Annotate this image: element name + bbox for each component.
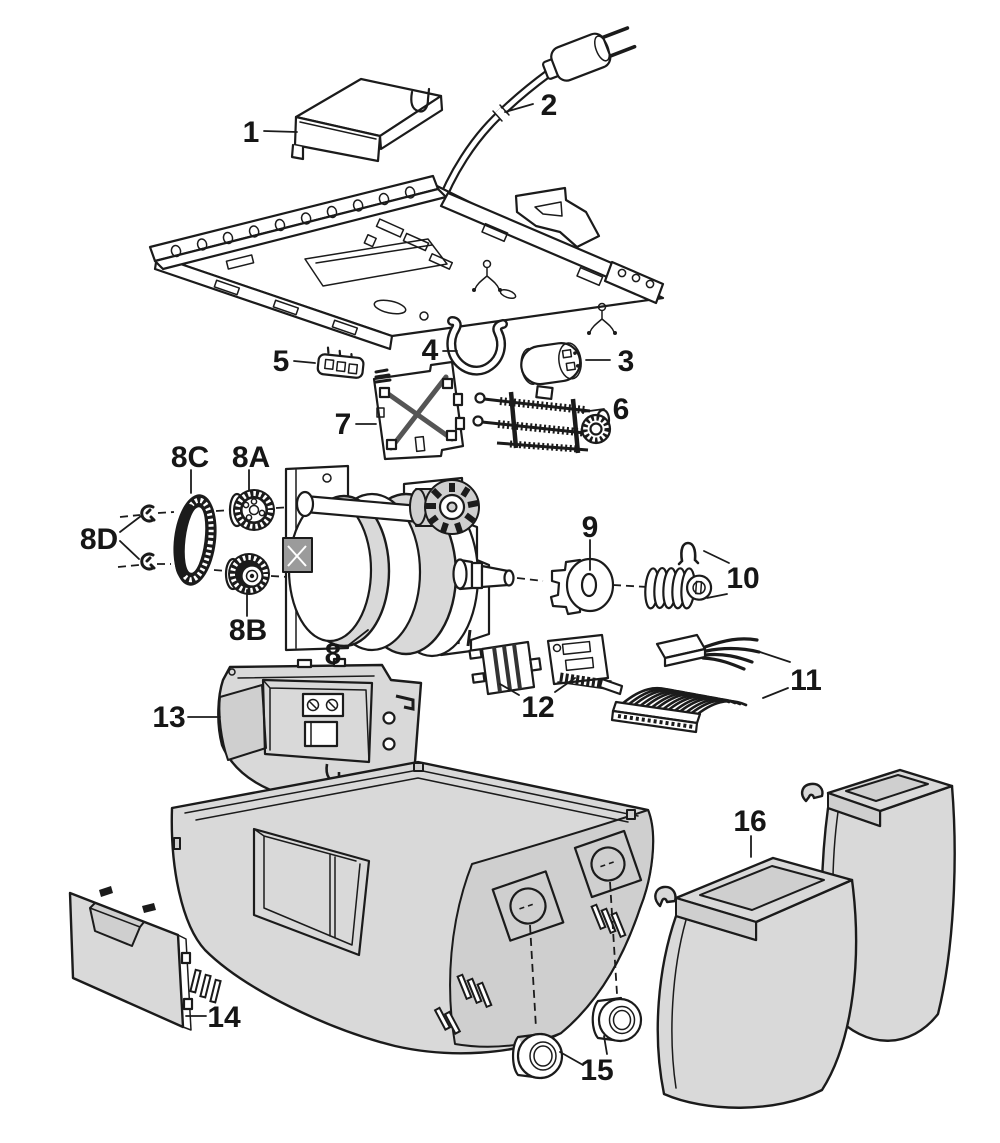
label-part-12: 12 <box>521 691 554 724</box>
label-part-2: 2 <box>541 89 558 122</box>
label-part-14: 14 <box>207 1001 241 1034</box>
label-part-10: 10 <box>726 562 759 595</box>
label-part-8: 8 <box>325 638 342 671</box>
wire-clip-icon <box>472 259 502 292</box>
part-13-end-panel <box>217 657 423 859</box>
part-3-capacitor <box>520 342 582 386</box>
part-10-worm-gear <box>644 541 713 610</box>
part-8d-e-clips <box>140 504 156 571</box>
part-16-lamp-covers <box>654 768 956 1109</box>
label-part-8b: 8B <box>229 614 267 647</box>
label-part-11: 11 <box>790 664 822 697</box>
label-part-15: 15 <box>580 1054 613 1087</box>
part-5-terminal-block <box>316 346 365 379</box>
part-6-limit-drive-assembly <box>472 385 612 454</box>
label-part-8c: 8C <box>171 441 209 474</box>
rail-holes <box>170 186 416 258</box>
part-2-power-cord <box>433 26 637 215</box>
label-part-1: 1 <box>243 116 260 149</box>
part-labels: 1 2 3 4 5 6 7 8 8A 8B 8C 8D 9 10 11 12 1… <box>80 89 822 1087</box>
part-11-wire-harnesses <box>610 633 761 734</box>
label-part-3: 3 <box>618 345 635 378</box>
label-part-7: 7 <box>335 408 352 441</box>
label-part-13: 13 <box>152 701 185 734</box>
axis-dashed-lines <box>117 506 649 588</box>
part-8-motor-assembly <box>282 464 515 658</box>
label-part-4: 4 <box>422 334 439 367</box>
chassis-front-slots <box>213 279 359 336</box>
label-part-9: 9 <box>582 511 599 544</box>
chassis-assembly <box>148 174 665 351</box>
part-12-switch-set <box>468 633 624 696</box>
leader-lines <box>119 103 791 1066</box>
label-part-8d: 8D <box>80 523 118 556</box>
part-8a-pulley <box>228 489 275 531</box>
part-15-grommets <box>511 996 643 1080</box>
label-part-5: 5 <box>273 345 290 378</box>
vent-slits <box>189 903 627 1036</box>
part-14-lens-panel <box>68 886 194 1031</box>
part-4-clamp <box>446 316 508 376</box>
part-1-cover <box>290 77 444 163</box>
label-part-8a: 8A <box>232 441 270 474</box>
main-cover <box>170 760 655 1055</box>
part-9-coupling <box>549 557 615 616</box>
label-part-6: 6 <box>613 393 630 426</box>
part-7-bracket-panel <box>372 360 466 461</box>
label-part-16: 16 <box>733 805 766 838</box>
part-8b-sprocket <box>224 553 270 595</box>
wire-clip-icon <box>587 302 617 335</box>
part-8c-belt <box>173 494 217 586</box>
